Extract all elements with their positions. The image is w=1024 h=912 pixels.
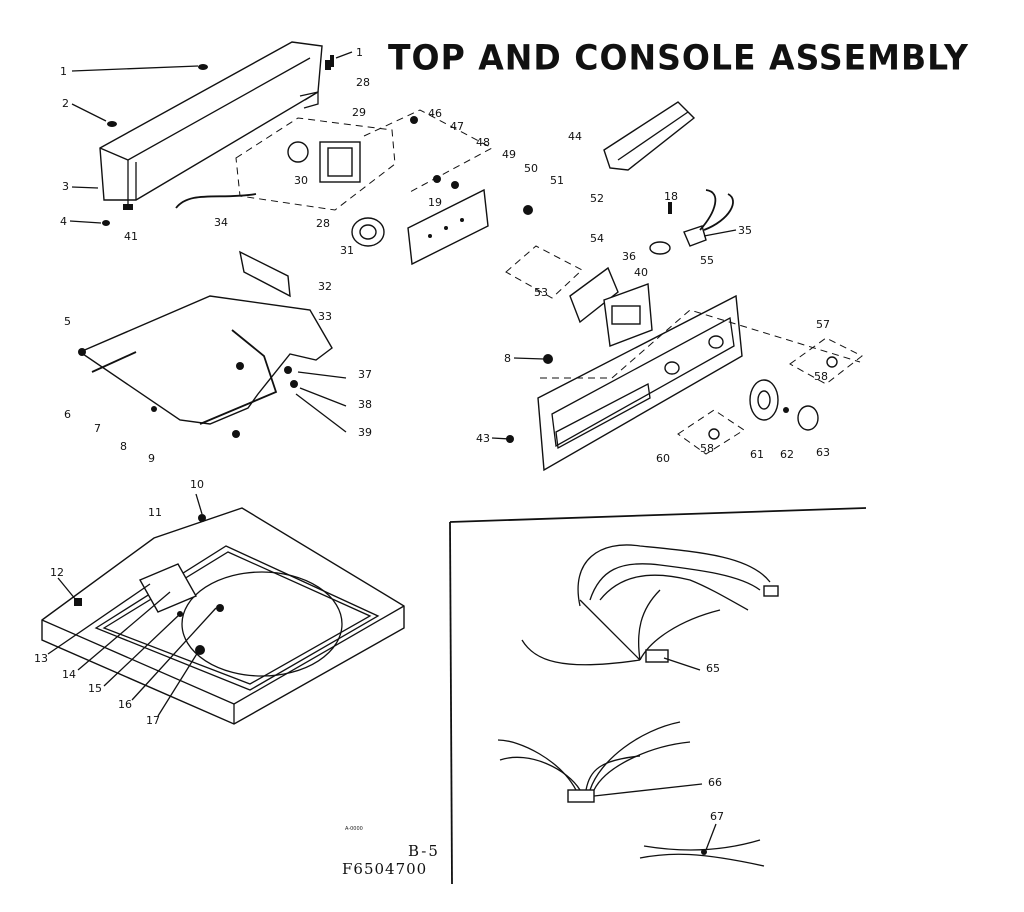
- callout-33: 33: [318, 310, 332, 323]
- tiny-mark: A-0000: [345, 826, 363, 832]
- callout-1b: 1: [356, 46, 363, 59]
- callout-31: 31: [340, 244, 354, 257]
- callout-50: 50: [524, 162, 538, 175]
- callout-38: 38: [358, 398, 372, 411]
- callout-65: 65: [706, 662, 720, 675]
- callout-11: 11: [148, 506, 162, 519]
- callout-49: 49: [502, 148, 516, 161]
- callout-43: 43: [476, 432, 490, 445]
- callout-2: 2: [62, 97, 69, 110]
- callout-44: 44: [568, 130, 582, 143]
- diagram-title: TOP AND CONSOLE ASSEMBLY: [388, 37, 969, 78]
- timer-assembly: [235, 117, 396, 211]
- callout-35: 35: [738, 224, 752, 237]
- callout-17: 17: [146, 714, 160, 727]
- washer-top-11: [41, 507, 405, 725]
- callout-6: 6: [64, 408, 71, 421]
- callout-13: 13: [34, 652, 48, 665]
- callout-30: 30: [294, 174, 308, 187]
- callout-14: 14: [62, 668, 76, 681]
- callout-5: 5: [64, 315, 71, 328]
- callout-7: 7: [94, 422, 101, 435]
- leader-lines-misc: [47, 229, 737, 851]
- control-knobs: [506, 354, 819, 443]
- figure-code-line1: B-5: [408, 842, 440, 860]
- callout-37: 37: [358, 368, 372, 381]
- callout-60: 60: [656, 452, 670, 465]
- callout-32: 32: [318, 280, 332, 293]
- wiring-harness-frame: [449, 507, 867, 885]
- wiring-harness-67: [639, 839, 765, 867]
- callout-58b: 58: [700, 442, 714, 455]
- screw-parts: [102, 55, 334, 226]
- callout-40: 40: [634, 266, 648, 279]
- callout-46: 46: [428, 107, 442, 120]
- callout-19: 19: [428, 196, 442, 209]
- callout-36: 36: [622, 250, 636, 263]
- callout-1: 1: [60, 65, 67, 78]
- callout-41: 41: [124, 230, 138, 243]
- callout-16: 16: [118, 698, 132, 711]
- callout-53: 53: [534, 286, 548, 299]
- control-panel-55: [537, 294, 861, 472]
- callout-18: 18: [664, 190, 678, 203]
- callout-4: 4: [60, 215, 67, 228]
- console-backsplash: [99, 41, 331, 210]
- callout-47: 47: [450, 120, 464, 133]
- callout-62: 62: [780, 448, 794, 461]
- callout-52: 52: [590, 192, 604, 205]
- callout-55: 55: [700, 254, 714, 267]
- bracket-and-switch: [505, 245, 653, 347]
- top-cover-33: [78, 250, 333, 438]
- figure-code-line2: F6504700: [342, 860, 428, 878]
- callout-15: 15: [88, 682, 102, 695]
- callout-63: 63: [816, 446, 830, 459]
- callout-39: 39: [358, 426, 372, 439]
- wiring-harness-66: [497, 721, 691, 803]
- cord-34: [175, 193, 257, 209]
- lamp-socket-parts: [649, 189, 734, 255]
- callout-54: 54: [590, 232, 604, 245]
- callout-28b: 28: [316, 217, 330, 230]
- callout-67: 67: [710, 810, 724, 823]
- callout-28: 28: [356, 76, 370, 89]
- callout-29: 29: [352, 106, 366, 119]
- callout-48: 48: [476, 136, 490, 149]
- wiring-harness-65: [521, 544, 779, 666]
- callout-51: 51: [550, 174, 564, 187]
- callout-66: 66: [708, 776, 722, 789]
- callout-8b: 8: [504, 352, 511, 365]
- control-board-assembly: [351, 109, 533, 266]
- callout-labels: 1 1 2 3 4 41 28 29 30 34 28 31 46 47 48 …: [34, 46, 830, 823]
- top-panel-44: [603, 101, 696, 171]
- callout-10: 10: [190, 478, 204, 491]
- fastener-boxes: [677, 337, 863, 455]
- callout-61: 61: [750, 448, 764, 461]
- callout-34: 34: [214, 216, 228, 229]
- callout-8: 8: [120, 440, 127, 453]
- callout-12: 12: [50, 566, 64, 579]
- callout-9: 9: [148, 452, 155, 465]
- callout-58: 58: [814, 370, 828, 383]
- leader-lines-left: [69, 51, 353, 224]
- callout-3: 3: [62, 180, 69, 193]
- callout-57: 57: [816, 318, 830, 331]
